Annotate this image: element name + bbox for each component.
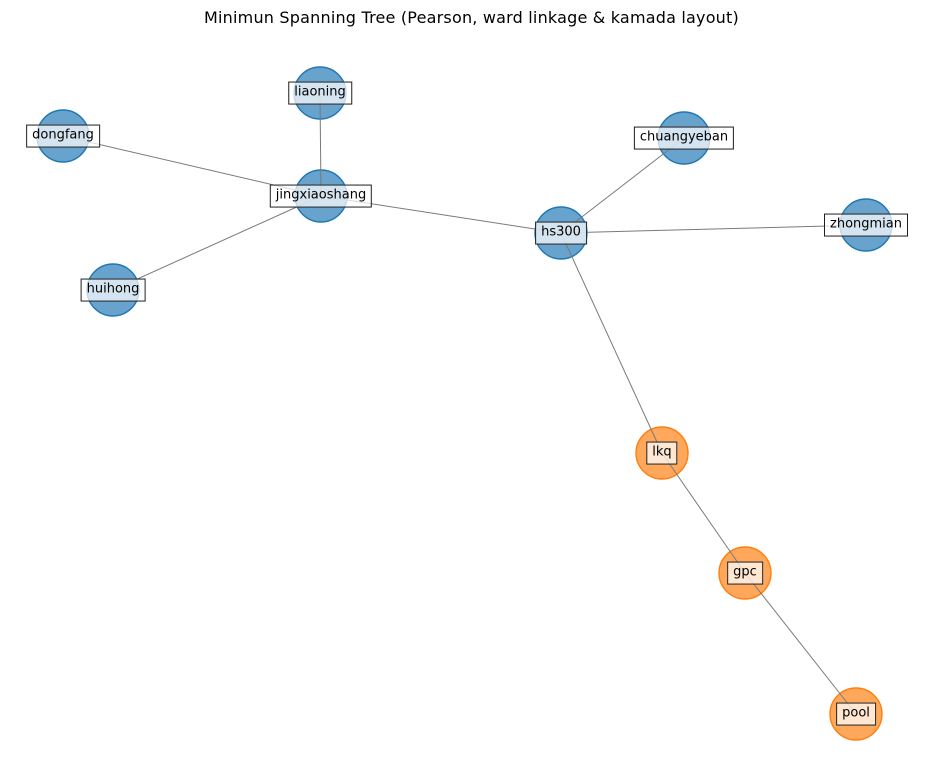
graph-edge-huihong-jingxiaoshang [112, 195, 322, 291]
graph-edge-hs300-zhongmian [560, 224, 867, 234]
chart-title: Minimun Spanning Tree (Pearson, ward lin… [204, 8, 739, 27]
graph-edge-lkq-gpc [661, 452, 746, 574]
graph-edge-gpc-pool [744, 572, 857, 715]
graph-edge-hs300-chuangyeban [560, 137, 685, 234]
graph-edge-liaoning-jingxiaoshang [319, 92, 322, 197]
graph-edge-dongfang-jingxiaoshang [62, 135, 322, 197]
graph-edge-hs300-lkq [560, 232, 663, 454]
graph-edge-jingxiaoshang-hs300 [320, 195, 562, 234]
